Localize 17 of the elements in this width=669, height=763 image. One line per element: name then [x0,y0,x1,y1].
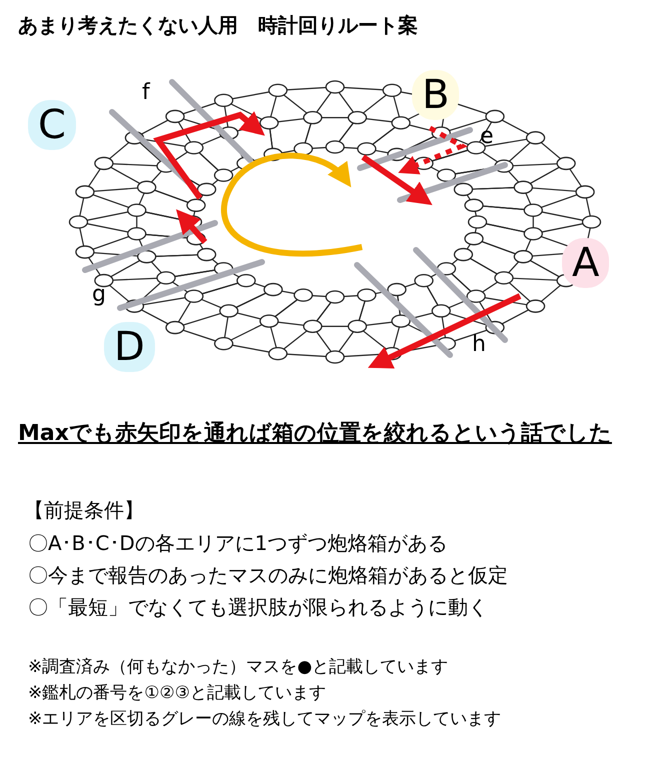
condition-text: 〇「最短」でなくても選択肢が限られるように動く [28,594,488,621]
condition-text: 〇今まで報告のあったマスのみに炮烙箱があると仮定 [28,562,508,589]
note-text: ※調査済み（何もなかった）マスを●と記載しています [28,656,448,678]
divider-label: e [480,124,494,149]
section-heading: 【前提条件】 [24,497,144,524]
condition-text: 〇A･B･C･Dの各エリアに1つずつ炮烙箱がある [28,530,448,557]
note-text: ※エリアを区切るグレーの線を残してマップを表示しています [28,708,502,730]
area-label: D [104,322,155,372]
area-label: A [562,238,610,288]
heading: Maxでも赤矢印を通れば箱の位置を絞れるという話でした [18,420,612,448]
area-label: B [412,70,460,120]
divider-label: f [142,80,150,105]
divider-label: h [472,332,486,357]
note-text: ※鑑札の番号を①②③と記載しています [28,682,326,704]
title: あまり考えたくない人用 時計回りルート案 [18,12,418,39]
area-label: C [28,100,76,150]
divider-label: g [92,282,106,307]
